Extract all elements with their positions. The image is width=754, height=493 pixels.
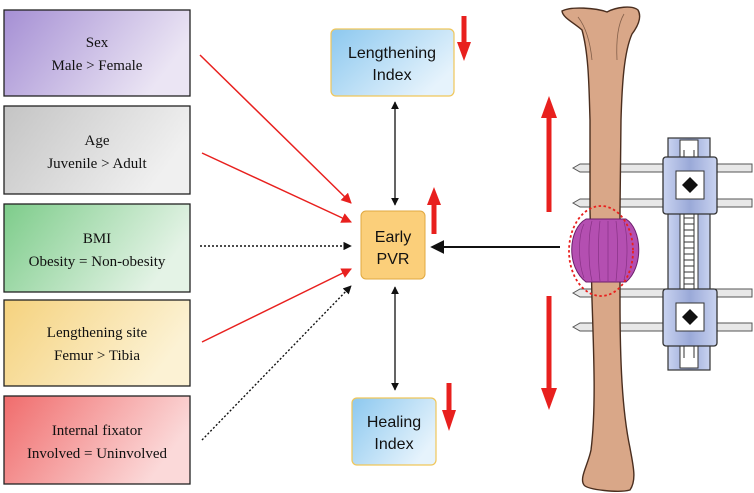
factor-comparison: Juvenile > Adult xyxy=(47,156,147,172)
factor-title: Internal fixator xyxy=(52,423,142,439)
factor-comparison: Male > Female xyxy=(52,58,143,74)
regenerate-callus-icon xyxy=(568,205,640,297)
healing-index-line1: Healing xyxy=(367,414,421,431)
connector-internal-fixator xyxy=(201,285,352,441)
factor-box-bmi: BMI Obesity = Non-obesity xyxy=(3,203,191,293)
factor-box-internal-fixator: Internal fixator Involved = Uninvolved xyxy=(3,395,191,485)
healing-index-line2: Index xyxy=(374,436,413,453)
bone-down-arrow-icon xyxy=(541,296,557,410)
bone-with-external-fixator-icon xyxy=(561,6,753,492)
factor-comparison: Involved = Uninvolved xyxy=(27,446,168,462)
lengthening-index-down-arrow-icon xyxy=(457,16,471,61)
bone-up-arrow-icon xyxy=(541,96,557,212)
connector-sex xyxy=(199,54,352,204)
healing-index-down-arrow-icon xyxy=(442,383,456,431)
healing-index-box: Healing Index xyxy=(351,397,437,466)
early-pvr-line2: PVR xyxy=(377,251,410,268)
lengthening-index-box: Lengthening Index xyxy=(330,28,455,97)
factor-title: Age xyxy=(85,133,110,149)
factor-comparison: Femur > Tibia xyxy=(54,348,140,364)
factor-box-lengthening-site: Lengthening site Femur > Tibia xyxy=(3,299,191,387)
factor-box-age: Age Juvenile > Adult xyxy=(3,105,191,195)
factor-box-sex: Sex Male > Female xyxy=(3,9,191,97)
early-pvr-up-arrow-icon xyxy=(427,187,441,234)
lengthening-index-line2: Index xyxy=(372,67,411,84)
lengthening-index-line1: Lengthening xyxy=(348,45,436,62)
connector-age xyxy=(201,152,352,223)
factor-title: Lengthening site xyxy=(47,325,148,341)
connector-lengthening-site xyxy=(201,268,352,343)
early-pvr-box: Early PVR xyxy=(360,210,426,280)
factor-title: Sex xyxy=(86,35,109,51)
factor-comparison: Obesity = Non-obesity xyxy=(29,254,166,270)
factor-title: BMI xyxy=(83,231,111,247)
early-pvr-line1: Early xyxy=(375,229,411,246)
